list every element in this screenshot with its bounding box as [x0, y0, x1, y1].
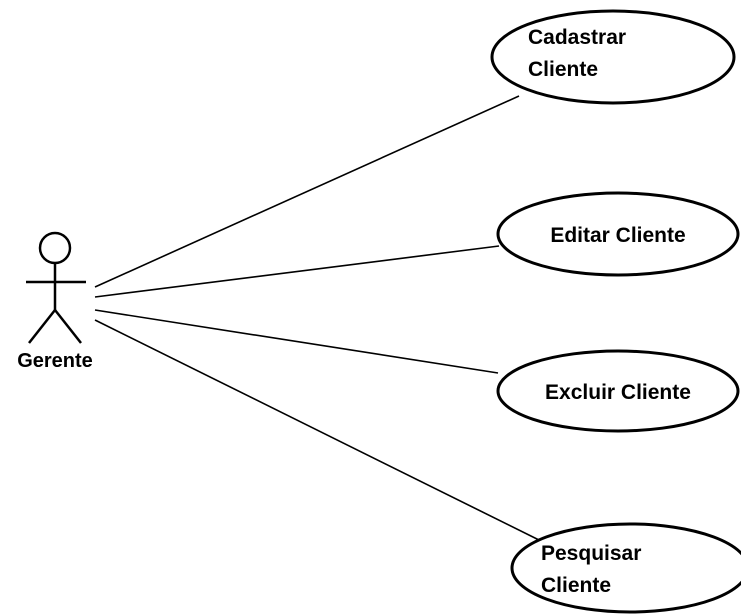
associations — [94, 95, 540, 541]
use-case-label-line: Cliente — [528, 58, 598, 81]
use-case-pesquisar-cliente[interactable]: Pesquisar Cliente — [510, 522, 741, 614]
use-case-cadastrar-cliente[interactable]: Cadastrar Cliente — [490, 9, 736, 105]
association-line-editar — [94, 245, 500, 298]
association-line-excluir — [94, 309, 499, 374]
actor-gerente[interactable]: Gerente — [17, 231, 93, 372]
stick-figure-icon — [26, 231, 86, 344]
association-line-pesquisar — [94, 319, 540, 541]
use-case-label-line: Cadastrar — [528, 26, 626, 49]
use-case-label-line: Pesquisar — [541, 542, 641, 565]
use-case-label-line: Editar Cliente — [550, 224, 685, 247]
use-case-label-line: Cliente — [541, 574, 611, 597]
use-case-label-line: Excluir Cliente — [545, 381, 691, 404]
association-line-cadastrar — [94, 95, 520, 288]
actor-label: Gerente — [17, 350, 93, 372]
use-case-excluir-cliente[interactable]: Excluir Cliente — [496, 349, 740, 433]
use-case-editar-cliente[interactable]: Editar Cliente — [496, 191, 740, 277]
